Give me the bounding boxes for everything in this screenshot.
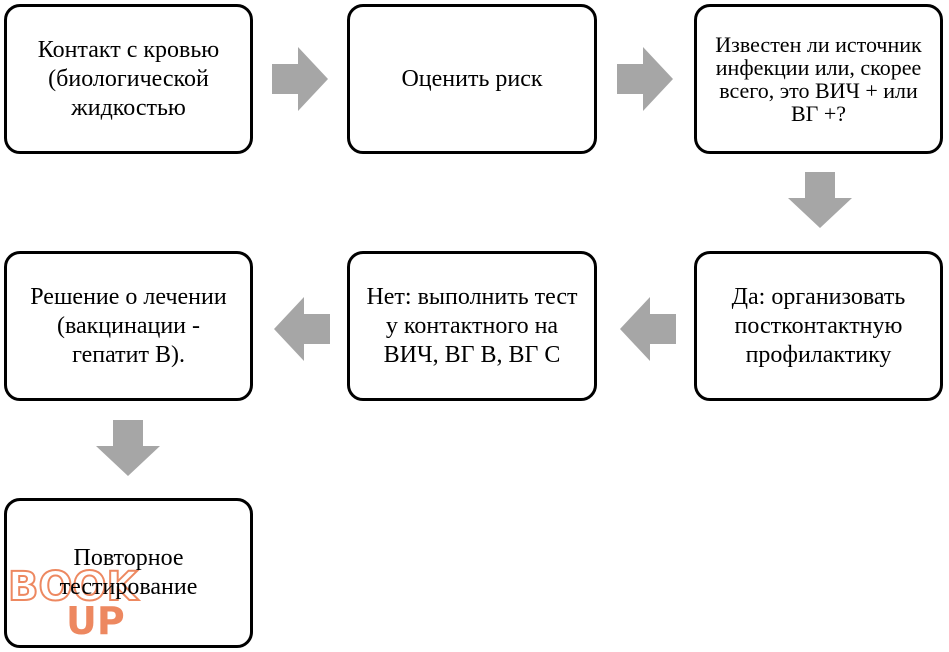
node-treatment-text: Решение о лечении (вакцинации - гепатит …: [30, 283, 227, 368]
arrow-right-icon: [272, 47, 328, 111]
arrow-right-icon: [617, 47, 673, 111]
arrow-down-icon: [788, 172, 852, 228]
arrow-left-icon: [274, 297, 330, 361]
node-retest: Повторное тестирование: [4, 498, 253, 648]
bookup-watermark-logo: BOOK UP: [8, 563, 140, 636]
node-contact-text: Контакт с кровью (биологической жидкость…: [37, 36, 220, 121]
node-source-known: Известен ли источник инфекции или, скоре…: [694, 4, 943, 154]
node-contact-with-blood: Контакт с кровью (биологической жидкость…: [4, 4, 253, 154]
node-source-known-text: Известен ли источник инфекции или, скоре…: [715, 32, 922, 126]
node-yes-pep: Да: организовать постконтактную профилак…: [694, 251, 943, 401]
node-no-test-text: Нет: выполнить тест у контактного на ВИЧ…: [366, 283, 578, 368]
svg-text:UP: UP: [66, 599, 125, 636]
node-yes-pep-text: Да: организовать постконтактную профилак…: [731, 283, 906, 368]
svg-text:BOOK: BOOK: [8, 564, 139, 610]
arrow-left-icon: [620, 297, 676, 361]
node-retest-text: Повторное тестирование: [59, 545, 198, 600]
node-assess-risk: Оценить риск: [347, 4, 597, 154]
node-treatment-decision: Решение о лечении (вакцинации - гепатит …: [4, 251, 253, 401]
node-no-test: Нет: выполнить тест у контактного на ВИЧ…: [347, 251, 597, 401]
arrow-down-icon: [96, 420, 160, 476]
node-assess-text: Оценить риск: [401, 65, 543, 92]
